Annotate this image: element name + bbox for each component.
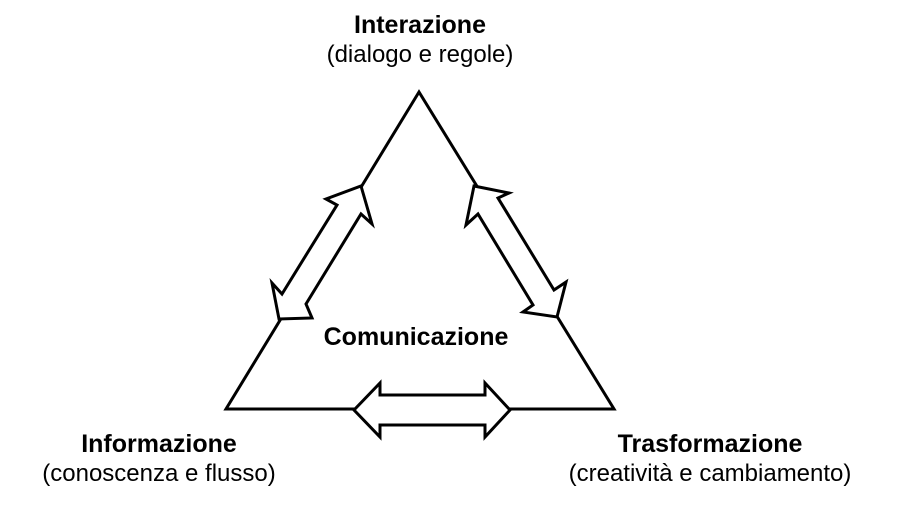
node-subtitle: (dialogo e regole) (326, 41, 514, 68)
node-subtitle: (creatività e cambiamento) (568, 460, 852, 487)
double-arrow-left-right (351, 379, 513, 441)
node-informazione: Informazione (conoscenza e flusso) (0, 429, 318, 489)
node-title: Trasformazione (617, 430, 803, 458)
center-label: Comunicazione (323, 323, 509, 351)
node-title: Interazione (354, 11, 486, 39)
node-interazione: Interazione (dialogo e regole) (270, 10, 570, 70)
triangle-outline (223, 89, 617, 411)
node-trasformazione: Trasformazione (creatività e cambiamento… (530, 429, 890, 489)
node-subtitle: (conoscenza e flusso) (42, 460, 276, 487)
double-arrow-top-right (463, 184, 569, 319)
double-arrow-top-left (269, 184, 375, 321)
node-title: Informazione (81, 430, 237, 458)
